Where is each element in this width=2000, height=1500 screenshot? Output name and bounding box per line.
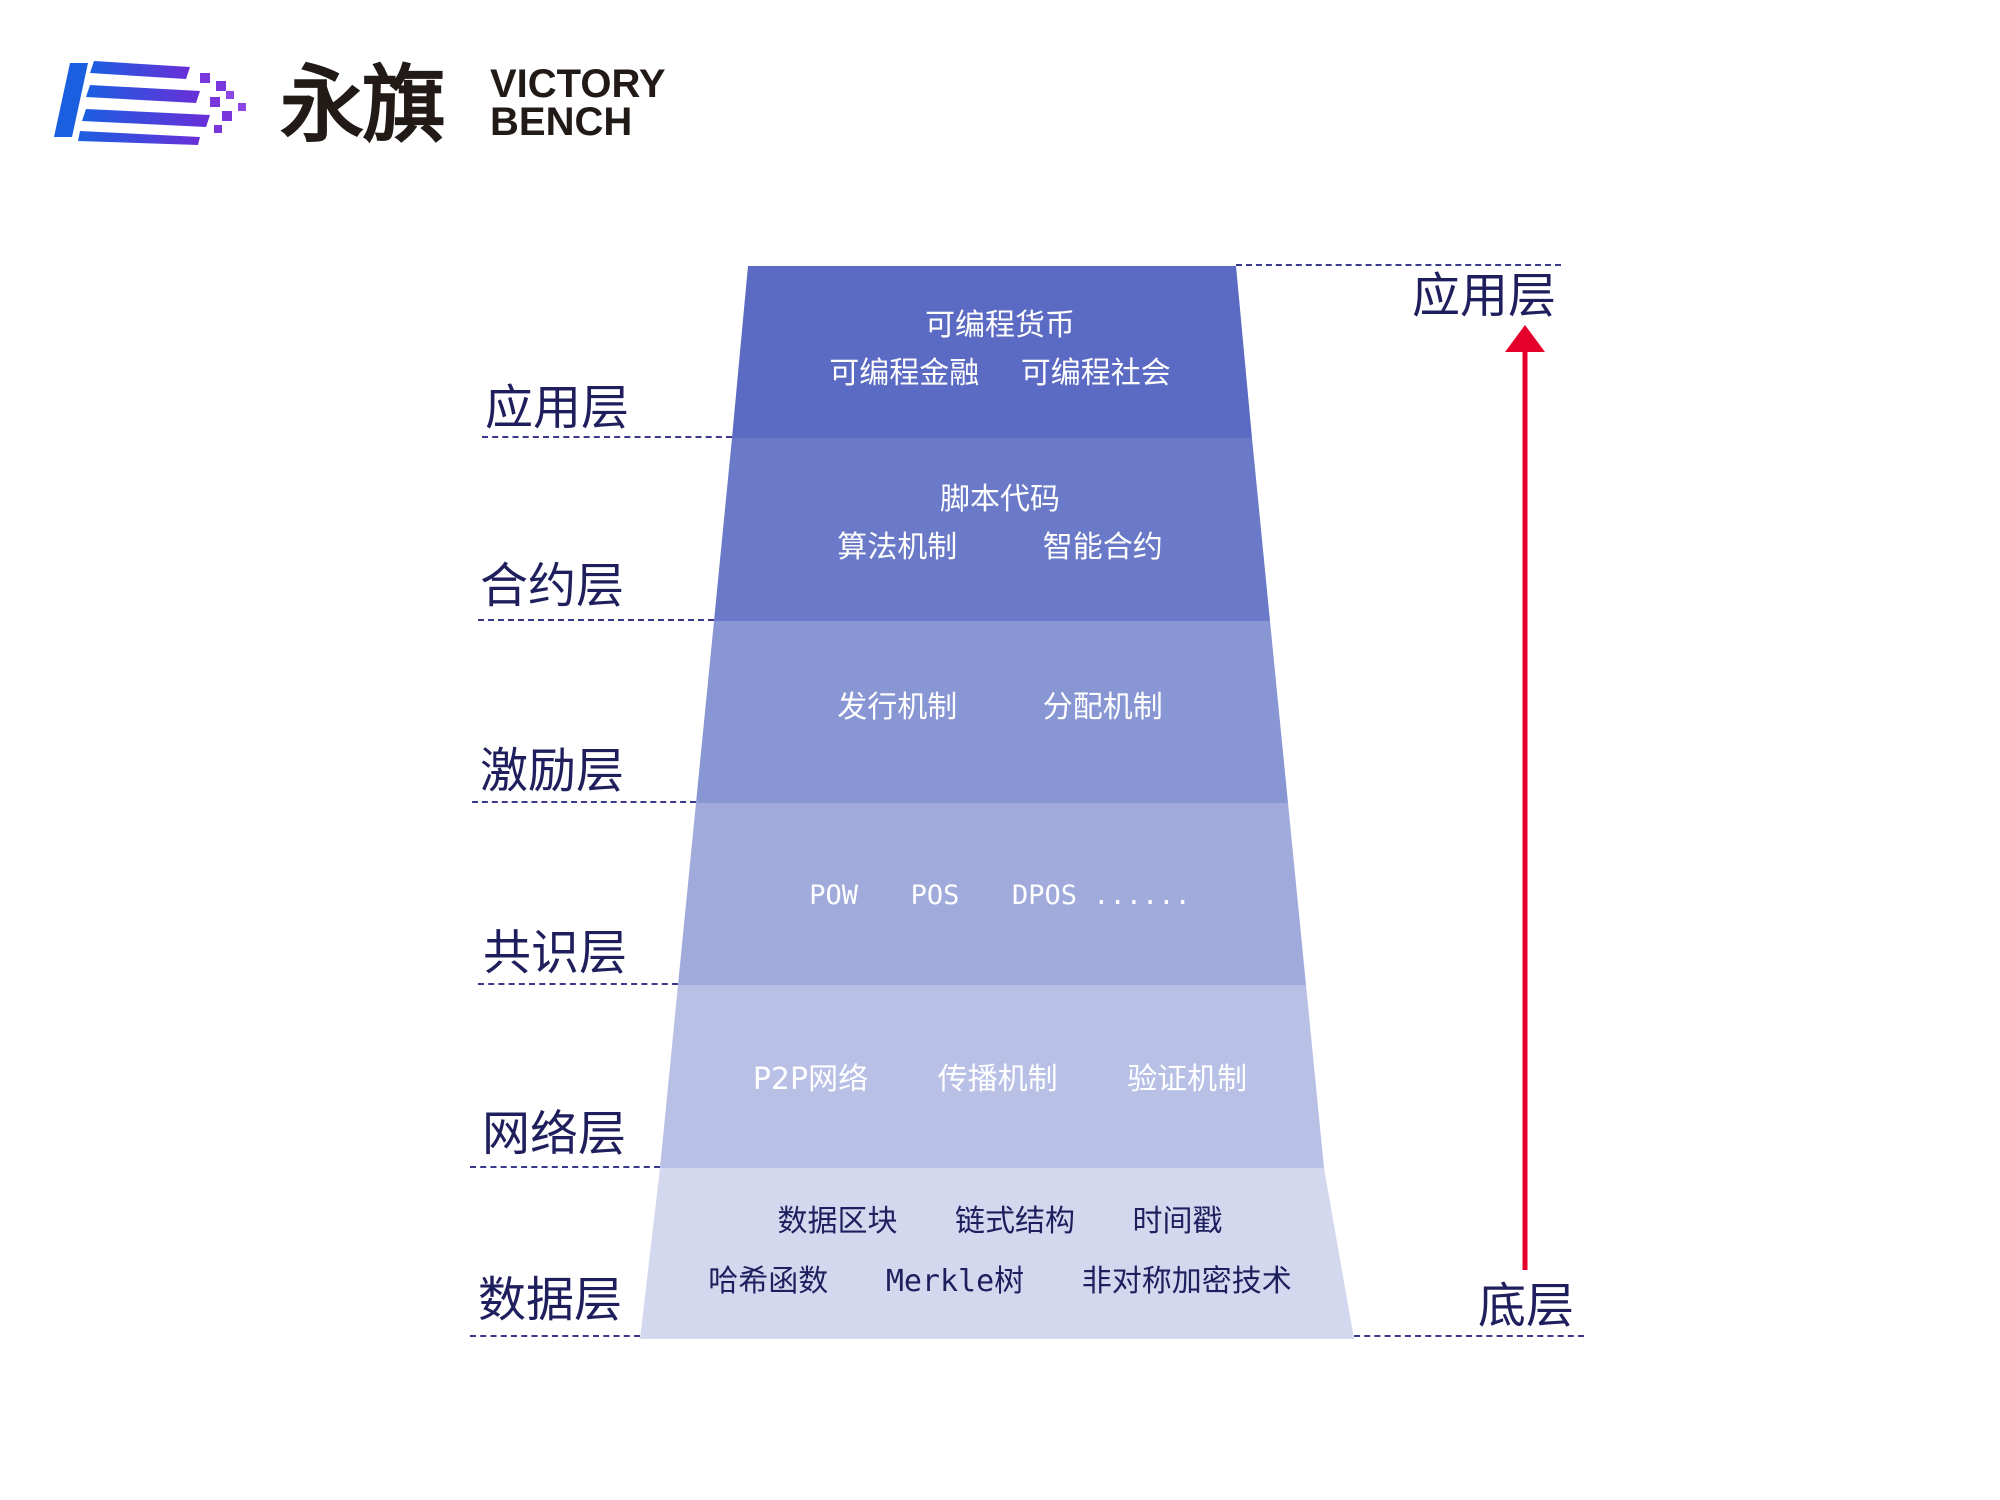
layer-divider-data (470, 1335, 640, 1337)
layer-label-network: 网络层 (482, 1106, 627, 1162)
content-item: POS (910, 880, 960, 911)
layer-divider-network (470, 1166, 660, 1168)
content-row: 数据区块 链式结构 时间戳 (560, 1202, 1440, 1242)
layer-content-consensus: POW POS DPOS ...... (560, 876, 1440, 916)
layer-band-data (640, 1168, 1354, 1339)
content-item: 可编程货币 (925, 308, 1075, 343)
content-item: 数据区块 (777, 1204, 898, 1239)
layer-band-contract (714, 438, 1270, 621)
layer-label-contract: 合约层 (480, 558, 625, 614)
content-row: 发行机制 分配机制 (560, 688, 1440, 728)
axis-top-label: 应用层 (1412, 268, 1557, 324)
bottom-divider-right (1354, 1335, 1584, 1337)
layer-divider-contract (478, 619, 714, 621)
content-item: 时间戳 (1132, 1204, 1223, 1239)
layer-content-network: P2P网络 传播机制 验证机制 (560, 1060, 1440, 1100)
top-divider-right (1236, 264, 1561, 266)
content-item: 验证机制 (1127, 1062, 1248, 1097)
content-row: 哈希函数 Merkle树 非对称加密技术 (560, 1262, 1440, 1302)
direction-arrow-head (1505, 325, 1545, 352)
layer-content-incentive: 发行机制 分配机制 (560, 688, 1440, 728)
content-item: 链式结构 (955, 1204, 1075, 1239)
flag-logo-icon (54, 61, 246, 145)
logo-english-text: VICTORY BENCH (490, 62, 666, 144)
logo-english-line2: BENCH (490, 100, 633, 144)
content-row: 可编程金融 可编程社会 (560, 354, 1440, 394)
content-item: P2P网络 (752, 1062, 869, 1097)
layer-label-application: 应用层 (485, 380, 630, 436)
content-item: 哈希函数 (708, 1264, 829, 1299)
content-item: 可编程金融 (829, 356, 980, 391)
layer-content-data: 数据区块 链式结构 时间戳 哈希函数 Merkle树 非对称加密技术 (560, 1202, 1440, 1302)
content-item: 可编程社会 (1020, 356, 1171, 391)
layer-label-consensus: 共识层 (483, 925, 628, 981)
content-item: 传播机制 (937, 1062, 1058, 1097)
content-item: 非对称加密技术 (1081, 1264, 1292, 1299)
content-item: 发行机制 (837, 690, 958, 725)
layer-divider-incentive (472, 801, 696, 803)
layer-band-application (732, 266, 1252, 438)
layer-divider-consensus (478, 983, 678, 985)
layer-label-incentive: 激励层 (480, 743, 625, 799)
layer-content-contract: 脚本代码 算法机制 智能合约 (560, 480, 1440, 568)
logo-english-line1: VICTORY (490, 62, 666, 106)
content-row: 可编程货币 (560, 306, 1440, 346)
layer-band-consensus (678, 803, 1306, 985)
layer-divider-application (482, 436, 732, 438)
axis-bottom-label: 底层 (1478, 1278, 1575, 1334)
content-item: 算法机制 (837, 530, 958, 565)
content-item: Merkle树 (885, 1264, 1025, 1299)
layer-label-data: 数据层 (478, 1272, 623, 1328)
content-item: POW (809, 880, 858, 911)
content-item: DPOS ...... (1011, 880, 1191, 911)
layer-content-application: 可编程货币 可编程金融 可编程社会 (560, 306, 1440, 394)
content-item: 脚本代码 (940, 482, 1060, 517)
content-row: 脚本代码 (560, 480, 1440, 520)
layer-band-incentive (696, 621, 1288, 803)
logo: 永旗 VICTORY BENCH (50, 55, 730, 155)
content-row: 算法机制 智能合约 (560, 528, 1440, 568)
logo-chinese-text: 永旗 (280, 56, 446, 154)
content-row: POW POS DPOS ...... (560, 876, 1440, 916)
content-row: P2P网络 传播机制 验证机制 (560, 1060, 1440, 1100)
content-item: 智能合约 (1042, 530, 1163, 565)
content-item: 分配机制 (1042, 690, 1163, 725)
layer-band-network (660, 985, 1324, 1168)
